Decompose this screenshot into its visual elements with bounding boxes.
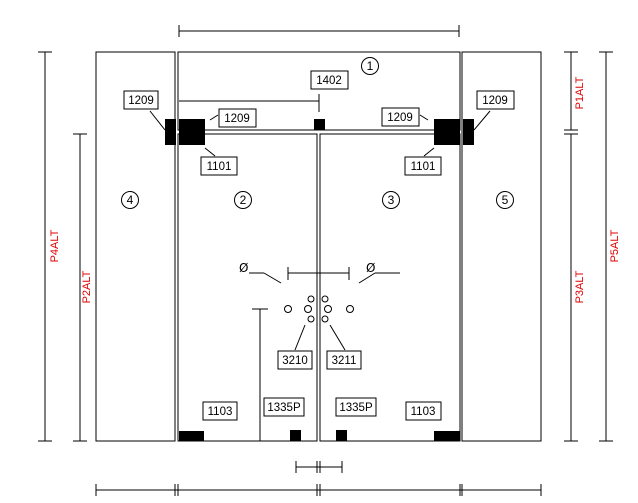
svg-text:1103: 1103	[208, 406, 233, 418]
panel-1-number: 1	[367, 59, 374, 73]
dimension-p2: P2ALT	[73, 133, 93, 442]
svg-text:1209: 1209	[128, 95, 154, 107]
handle-holes	[284, 295, 354, 323]
dimension-p1-label: P1ALT	[574, 76, 586, 109]
diameter-symbol-right: Ø	[366, 261, 375, 275]
diameter-leader-left: Ø	[239, 261, 282, 284]
panel-5-frame	[461, 51, 542, 442]
bottom-patch-fitting-right	[434, 431, 460, 441]
svg-text:1335P: 1335P	[267, 402, 301, 414]
svg-text:1402: 1402	[316, 75, 342, 87]
label-3211: 3211	[326, 350, 362, 370]
svg-text:1335P: 1335P	[339, 402, 373, 414]
dimension-p3: P3ALT	[564, 133, 586, 442]
floor-lock-left	[290, 430, 301, 441]
dimension-p1: P1ALT	[564, 51, 586, 131]
panel-4-frame	[95, 51, 176, 442]
svg-text:3210: 3210	[282, 355, 308, 367]
panel-marker-1: 1	[361, 57, 379, 75]
label-1209-far-left: 1209	[123, 90, 159, 110]
panel-2-number: 2	[240, 193, 247, 207]
top-patch-fitting-far-right	[463, 119, 474, 145]
panel-marker-5: 5	[496, 191, 514, 209]
top-patch-fitting-right	[434, 119, 460, 145]
handle-center-dimension	[287, 267, 350, 280]
panel-marker-4: 4	[121, 191, 139, 209]
label-1209-far-right: 1209	[476, 90, 515, 110]
label-1335p-left: 1335P	[263, 397, 305, 417]
bottom-gap-dimension	[295, 461, 343, 473]
floor-lock-right	[336, 430, 347, 441]
dimension-p5-label: P5ALT	[609, 229, 621, 262]
top-dimension-line	[178, 25, 460, 37]
panel-2-frame	[177, 133, 318, 442]
label-3210: 3210	[277, 350, 313, 370]
label-1103-left: 1103	[202, 401, 238, 421]
label-1209-right: 1209	[381, 107, 420, 127]
bottom-patch-fitting-left	[179, 431, 204, 441]
label-1335p-right: 1335P	[335, 397, 377, 417]
panel-4-number: 4	[127, 193, 134, 207]
dimension-p5: P5ALT	[599, 51, 621, 442]
dimension-p2-label: P2ALT	[81, 270, 93, 303]
dimension-p4-label: P4ALT	[49, 229, 61, 262]
panel-marker-3: 3	[382, 191, 400, 209]
dimension-p3-label: P3ALT	[574, 270, 586, 303]
panel-marker-2: 2	[234, 191, 252, 209]
lock-keeper-1402	[314, 119, 325, 130]
dimension-p4: P4ALT	[38, 51, 61, 442]
label-1402: 1402	[310, 70, 349, 90]
svg-text:1209: 1209	[387, 112, 413, 124]
svg-text:1101: 1101	[207, 161, 232, 173]
top-patch-fitting-left	[179, 119, 205, 145]
bottom-dimension-line	[95, 484, 542, 496]
svg-text:1209: 1209	[482, 95, 508, 107]
top-patch-fitting-far-left	[165, 119, 176, 145]
svg-text:3211: 3211	[332, 355, 357, 367]
panel-3-frame	[319, 133, 461, 442]
panel-5-number: 5	[502, 193, 509, 207]
diameter-leader-right: Ø	[358, 261, 400, 284]
lock-offset-dimension	[179, 94, 320, 112]
label-1101-right: 1101	[404, 156, 442, 176]
svg-text:1103: 1103	[411, 406, 436, 418]
label-1101-left: 1101	[200, 156, 238, 176]
diameter-symbol-left: Ø	[239, 261, 248, 275]
svg-text:1101: 1101	[411, 161, 436, 173]
panel-3-number: 3	[388, 193, 395, 207]
label-1103-right: 1103	[405, 401, 442, 421]
lock-height-reference	[252, 308, 268, 441]
svg-text:1209: 1209	[224, 113, 250, 125]
label-1209-left: 1209	[218, 108, 257, 128]
